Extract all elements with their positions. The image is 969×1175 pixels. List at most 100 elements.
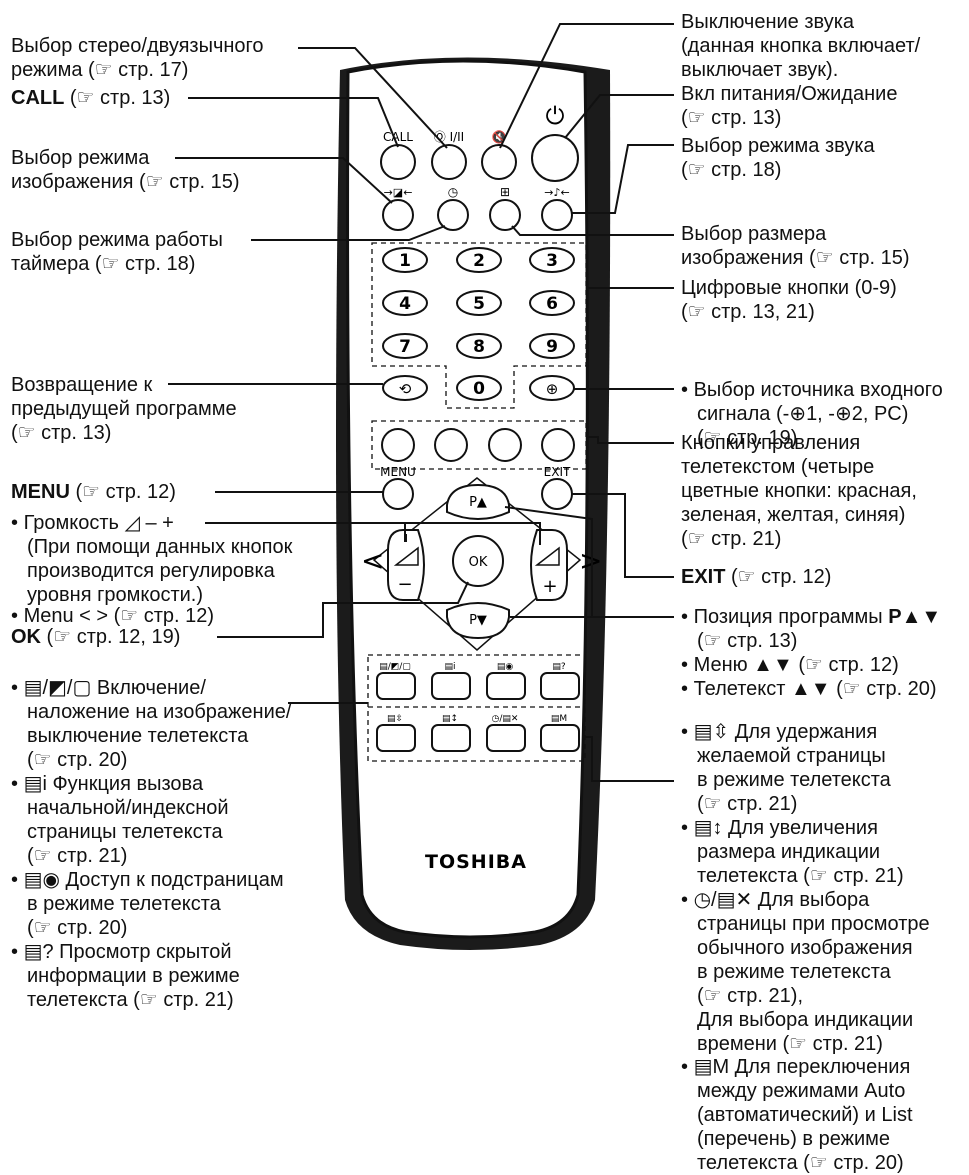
label-time: ◷/▤✕ Для выбора страницы при просмотре о…: [681, 888, 930, 1056]
color-button-red[interactable]: [381, 428, 415, 462]
tt-row1-label-3: ▤◉: [497, 662, 514, 672]
leader-sound-mode: [572, 144, 674, 214]
leader-call: [188, 97, 399, 148]
digit-button-6[interactable]: [529, 290, 575, 316]
tt-row1-label-2: ▤i: [444, 662, 455, 672]
label-menu: MENU (☞ стр. 12): [11, 480, 176, 504]
label-picture-size-line2: изображения (☞ стр. 15): [681, 247, 910, 269]
timer-icon: ◷: [448, 185, 459, 199]
label-menu-lr: Menu < > (☞ стр. 12): [11, 604, 215, 628]
picture-mode-button[interactable]: [382, 199, 414, 231]
call-button[interactable]: [380, 144, 416, 180]
tt-row1-label-1: ▤/◩/▢: [379, 662, 411, 672]
teletext-time-button[interactable]: [486, 724, 526, 752]
program-down-button[interactable]: [446, 602, 510, 640]
label-volume-line4: уровня громкости.): [27, 584, 204, 606]
picture-size-button[interactable]: [489, 199, 521, 231]
teletext-hold-button[interactable]: [376, 724, 416, 752]
mute-button[interactable]: [481, 144, 517, 180]
digit-button-7[interactable]: [382, 333, 428, 359]
leader-timer: [251, 225, 446, 241]
tt-row2-label-2: ▤↕: [442, 714, 458, 724]
label-ok: OK (☞ стр. 12, 19): [11, 625, 180, 649]
label-timer-line2: таймера (☞ стр. 18): [11, 253, 196, 275]
digit-button-8[interactable]: [456, 333, 502, 359]
leader-volume: [205, 522, 541, 545]
label-mix-line3: (автоматический) и List: [697, 1104, 913, 1126]
label-hold-line3: в режиме телетекста: [697, 769, 891, 791]
leader-ok: [217, 581, 469, 638]
volume-up-icon: [534, 546, 560, 566]
label-volume-line2: (При помощи данных кнопок: [27, 536, 293, 558]
digit-button-9[interactable]: [529, 333, 575, 359]
label-mix: ▤M Для переключения между режимами Auto …: [681, 1055, 913, 1175]
call-button-label: CALL: [383, 130, 413, 144]
power-button[interactable]: [531, 134, 579, 182]
digit-button-0[interactable]: [456, 375, 502, 401]
teletext-index-button[interactable]: [431, 672, 471, 700]
label-menu-ref: (☞ стр. 12): [69, 481, 176, 503]
label-teletext-colors-line3: цветные кнопки: красная,: [681, 480, 917, 502]
leader-picture-mode: [175, 157, 393, 204]
label-picture-mode: Выбор режима изображения (☞ стр. 15): [11, 146, 240, 194]
program-up-button[interactable]: [446, 483, 510, 520]
teletext-reveal-button[interactable]: [540, 672, 580, 700]
timer-button[interactable]: [437, 199, 469, 231]
input-icon: ⊕: [546, 380, 559, 398]
digit-button-2[interactable]: [456, 247, 502, 273]
label-program: Позиция программы P▲▼ (☞ стр. 13) Меню ▲…: [681, 605, 942, 701]
menu-button[interactable]: [382, 478, 414, 510]
tt-row1-label-4: ▤?: [552, 662, 566, 672]
label-teletext-colors-line2: телетекстом (четыре: [681, 456, 875, 478]
ok-button-label: OK: [469, 555, 488, 570]
digit-group-frame: [371, 242, 587, 409]
label-stereo-line2: режима (☞ стр. 17): [11, 59, 189, 81]
leader-lines: [168, 23, 674, 782]
digit-label-3: 3: [546, 251, 558, 271]
label-sound-mode: Выбор режима звука (☞ стр. 18): [681, 134, 875, 182]
brand-logo: TOSHIBA: [425, 851, 527, 873]
color-button-yellow[interactable]: [488, 428, 522, 462]
label-teletext-on-line1: ▤/◩/▢ Включение/: [11, 676, 291, 700]
label-time-line1: ◷/▤✕ Для выбора: [681, 888, 930, 912]
teletext-mix-button[interactable]: [540, 724, 580, 752]
color-button-blue[interactable]: [541, 428, 575, 462]
digit-label-5: 5: [473, 294, 485, 314]
label-teletext-index-line2: начальной/индексной: [27, 797, 229, 819]
label-menu-key: MENU: [11, 481, 70, 503]
label-timer: Выбор режима работы таймера (☞ стр. 18): [11, 228, 223, 276]
label-call-key: CALL: [11, 87, 65, 109]
label-teletext-index-line1: ▤i Функция вызова: [11, 772, 229, 796]
label-mute-line2: (данная кнопка включает/: [681, 35, 921, 57]
label-mix-line5: телетекста (☞ стр. 20): [697, 1152, 904, 1174]
recall-button[interactable]: [382, 375, 428, 401]
label-volume: Громкость ◿ – + (При помощи данных кнопо…: [11, 511, 293, 607]
digit-button-4[interactable]: [382, 290, 428, 316]
digit-button-1[interactable]: [382, 247, 428, 273]
label-input-line2: сигнала (-⊕1, -⊕2, PC): [697, 403, 909, 425]
color-button-green[interactable]: [434, 428, 468, 462]
ok-button[interactable]: [452, 535, 504, 587]
label-teletext-reveal-line2: информации в режиме: [27, 965, 240, 987]
label-time-line5: (☞ стр. 21),: [697, 985, 804, 1007]
volume-down-label: −: [397, 574, 412, 595]
label-recall-line2: предыдущей программе: [11, 398, 237, 420]
label-picture-mode-line1: Выбор режима: [11, 147, 150, 169]
digit-label-7: 7: [399, 337, 411, 357]
digit-button-5[interactable]: [456, 290, 502, 316]
label-time-line7: времени (☞ стр. 21): [697, 1033, 883, 1055]
teletext-subpage-button[interactable]: [486, 672, 526, 700]
menu-left-arrow: <: [361, 544, 384, 577]
digit-button-3[interactable]: [529, 247, 575, 273]
exit-button[interactable]: [541, 478, 573, 510]
label-stereo-line1: Выбор стерео/двуязычного: [11, 35, 264, 57]
label-stereo: Выбор стерео/двуязычного режима (☞ стр. …: [11, 34, 264, 82]
label-ok-key: OK: [11, 626, 41, 648]
teletext-on-button[interactable]: [376, 672, 416, 700]
label-teletext-index-line4: (☞ стр. 21): [27, 845, 128, 867]
sound-mode-button[interactable]: [541, 199, 573, 231]
stereo-button[interactable]: [431, 144, 467, 180]
label-mix-line1: ▤M Для переключения: [681, 1055, 913, 1079]
teletext-size-button[interactable]: [431, 724, 471, 752]
